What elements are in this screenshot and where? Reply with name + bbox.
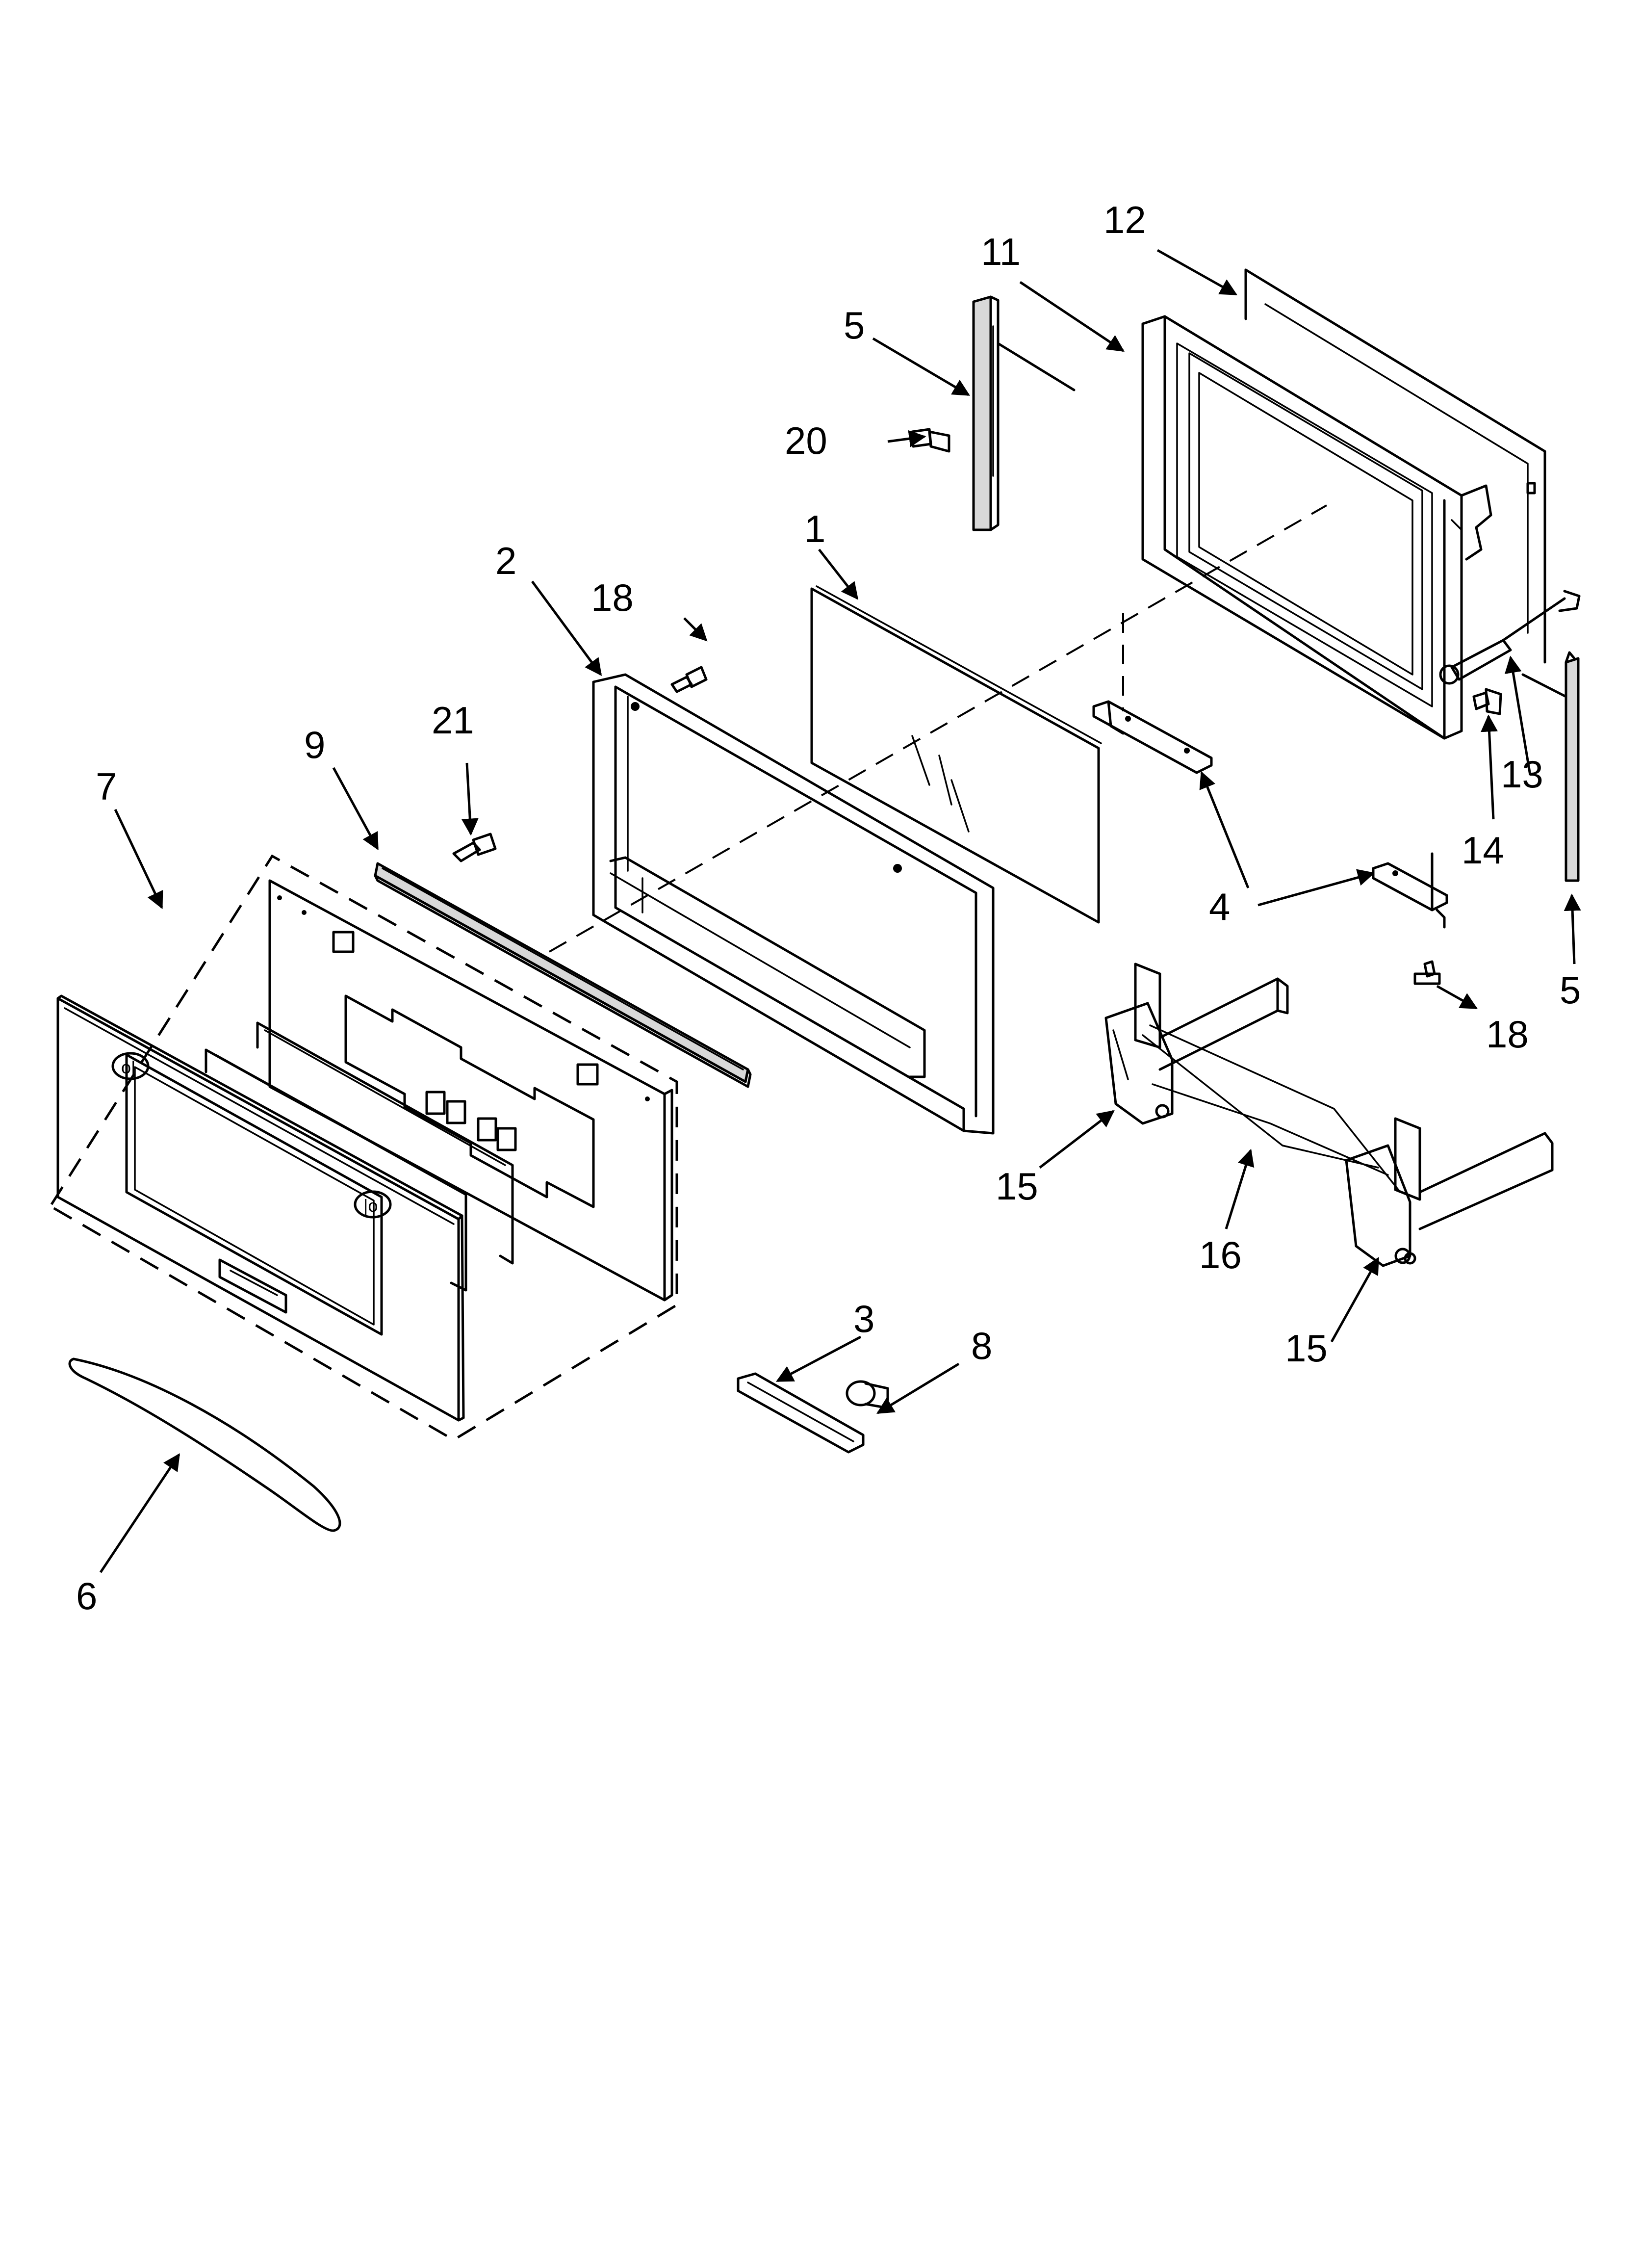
outer-door-assembly-outline	[50, 854, 678, 1441]
door-bracket-4-upper	[1092, 700, 1213, 774]
callout-13: 13	[1501, 753, 1543, 796]
screw-21	[452, 833, 497, 862]
door-handle	[68, 1357, 341, 1532]
door-badge	[737, 1372, 865, 1454]
callout-18-upper: 18	[591, 576, 634, 619]
hinge-bracket-13	[1439, 590, 1581, 685]
screw-18-upper	[670, 666, 708, 693]
callout-6: 6	[76, 1574, 97, 1617]
svg-text:|o: |o	[363, 1196, 378, 1216]
callout-9: 9	[304, 723, 325, 766]
callout-leaders	[99, 249, 1581, 1573]
callout-5-upper: 5	[844, 304, 865, 347]
callout-labels: 1 2 3 4 5 5 6 7 8 9 11 12 13 14 15 15 16…	[76, 198, 1581, 1617]
callout-12: 12	[1103, 198, 1146, 241]
door-side-trim-right	[1521, 651, 1580, 882]
screw-14	[1472, 688, 1502, 715]
callout-5-lower: 5	[1560, 968, 1581, 1012]
door-glass-panel	[810, 585, 1102, 924]
screw-18-lower	[1413, 960, 1441, 985]
callout-15-right: 15	[1285, 1327, 1328, 1370]
screw-20	[911, 428, 950, 453]
alignment-lines	[549, 504, 1327, 953]
callout-2: 2	[495, 539, 516, 582]
callout-8: 8	[971, 1324, 992, 1367]
callout-20: 20	[785, 419, 827, 462]
door-side-trim-left	[972, 295, 1076, 531]
callout-3: 3	[853, 1297, 874, 1340]
door-bracket-4-lower	[1372, 852, 1448, 929]
callout-16: 16	[1199, 1233, 1242, 1277]
callout-11: 11	[981, 230, 1021, 273]
callout-18-lower: 18	[1486, 1013, 1529, 1056]
callout-4: 4	[1209, 885, 1230, 928]
callout-15-left: 15	[996, 1165, 1038, 1208]
door-hinge-right	[1345, 1117, 1554, 1267]
hinge-cable-16	[1142, 1024, 1401, 1193]
callout-14: 14	[1462, 829, 1504, 872]
door-hinge-left	[1104, 963, 1289, 1125]
svg-text:o|: o|	[121, 1057, 135, 1077]
inner-door-liner	[1141, 315, 1492, 740]
outer-door-panel: o| |o	[56, 994, 465, 1422]
door-back-panel	[1244, 268, 1546, 664]
door-vent-strip	[374, 862, 752, 1088]
callout-1: 1	[804, 507, 825, 550]
inner-door-panel	[268, 879, 673, 1302]
callout-7: 7	[96, 765, 117, 808]
door-inner-frame	[592, 673, 995, 1135]
door-knob	[846, 1380, 889, 1409]
callout-21: 21	[432, 699, 474, 742]
